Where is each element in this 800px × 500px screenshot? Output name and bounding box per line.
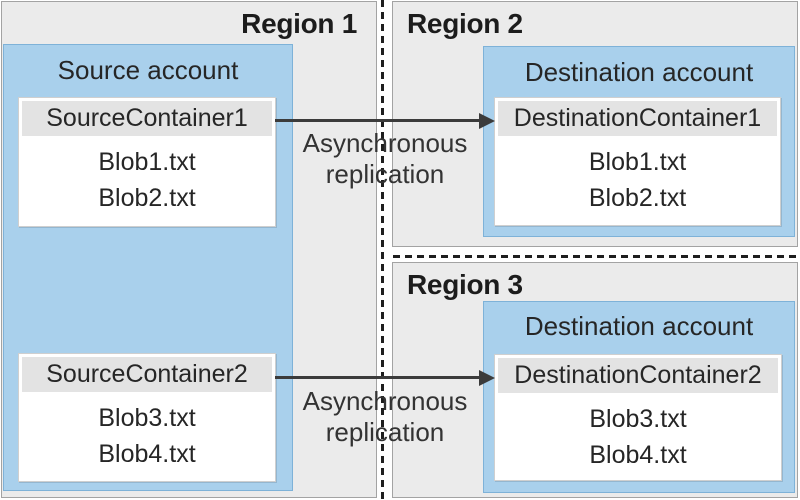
arrow-label-line: replication	[325, 159, 445, 189]
replication-arrow-1-line	[275, 119, 480, 122]
blob-item: Blob4.txt	[589, 441, 687, 469]
region-separator-vertical-dashed-line	[381, 0, 384, 500]
region-separator-horizontal-dashed-line	[393, 255, 800, 258]
arrow-label-line: Asynchronous	[302, 128, 468, 158]
blob-item: Blob1.txt	[98, 148, 196, 176]
destination-account-1-box: Destination account DestinationContainer…	[483, 46, 795, 237]
replication-arrow-2-head	[479, 370, 495, 386]
destination-account-2-title: Destination account	[524, 311, 754, 341]
region-2-box: Region 2 Destination account Destination…	[392, 1, 798, 247]
destination-container-2-name: DestinationContainer2	[498, 358, 778, 393]
destination-container-1-name: DestinationContainer1	[498, 101, 777, 136]
blob-item: Blob3.txt	[589, 405, 687, 433]
source-account-title: Source account	[57, 55, 239, 85]
region-1-box: Region 1 Source account SourceContainer1…	[1, 1, 377, 498]
region-1-title: Region 1	[241, 8, 357, 39]
blob-item: Blob3.txt	[98, 404, 196, 432]
source-container-1: SourceContainer1 Blob1.txt Blob2.txt	[18, 97, 276, 227]
blob-item: Blob2.txt	[588, 184, 687, 212]
destination-account-2-box: Destination account DestinationContainer…	[483, 301, 795, 493]
blob-item: Blob1.txt	[588, 148, 687, 176]
source-account-box: Source account SourceContainer1 Blob1.tx…	[3, 44, 293, 491]
destination-account-1-title: Destination account	[524, 57, 754, 87]
region-2-title: Region 2	[407, 8, 523, 39]
region-3-box: Region 3 Destination account Destination…	[392, 262, 798, 498]
destination-container-1: DestinationContainer1 Blob1.txt Blob2.tx…	[494, 97, 781, 226]
replication-arrow-2-line	[275, 376, 480, 379]
source-container-2: SourceContainer2 Blob3.txt Blob4.txt	[18, 353, 276, 482]
blob-item: Blob4.txt	[98, 440, 196, 468]
blob-item: Blob2.txt	[98, 184, 196, 212]
replication-arrow-1-label: Asynchronous replication	[275, 128, 495, 190]
source-container-1-name: SourceContainer1	[22, 101, 272, 136]
replication-arrow-1-head	[479, 113, 495, 129]
region-3-title: Region 3	[407, 269, 523, 300]
arrow-label-line: Asynchronous	[302, 386, 468, 416]
arrow-label-line: replication	[325, 417, 445, 447]
destination-container-2: DestinationContainer2 Blob3.txt Blob4.tx…	[494, 354, 782, 481]
source-container-2-name: SourceContainer2	[22, 357, 272, 392]
replication-arrow-2-label: Asynchronous replication	[275, 386, 495, 448]
